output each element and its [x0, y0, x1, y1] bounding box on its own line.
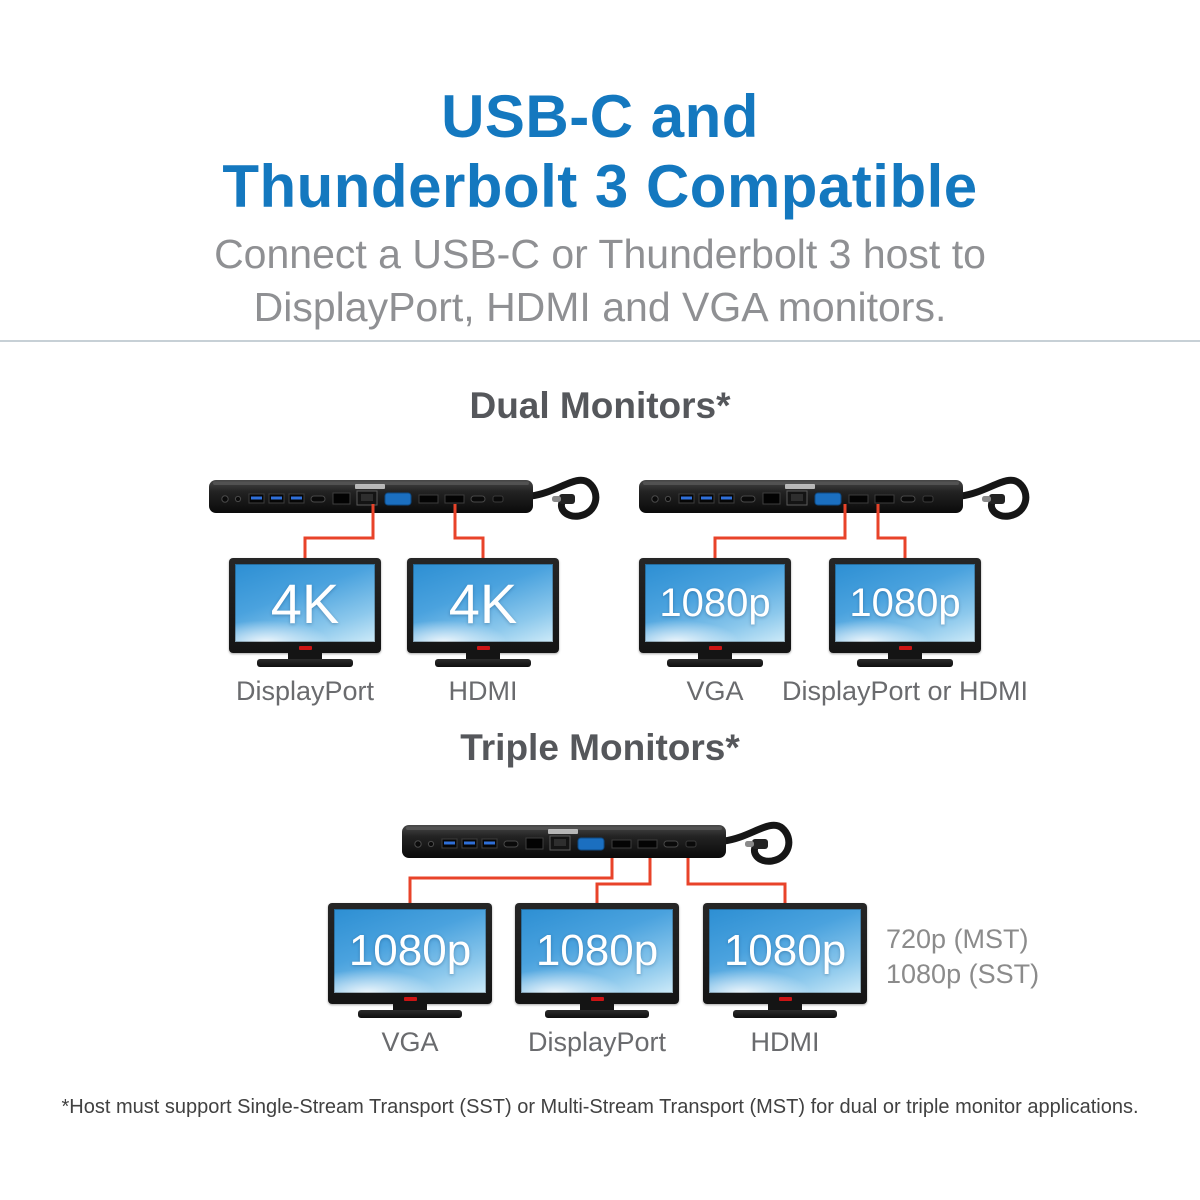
mst-sst-note: 720p (MST) 1080p (SST): [886, 922, 1039, 992]
subtitle-line-1: Connect a USB-C or Thunderbolt 3 host to: [214, 231, 986, 277]
power-led: [590, 996, 604, 1001]
monitor-stand-neck: [288, 653, 322, 659]
monitor-dual-1: 4K DisplayPort: [229, 558, 381, 707]
monitor-stand-neck: [393, 1004, 427, 1010]
monitor-frame: 1080p: [639, 558, 791, 653]
resolution-label: 1080p: [659, 580, 771, 625]
power-led: [476, 645, 490, 650]
resolution-label: 4K: [448, 571, 518, 635]
docking-station-triple: [398, 800, 798, 890]
resolution-label: 4K: [270, 571, 340, 635]
resolution-label: 1080p: [348, 926, 472, 975]
monitor-chin: [645, 642, 785, 653]
connection-label: DisplayPort: [527, 1027, 667, 1057]
connection-label: HDMI: [750, 1027, 820, 1057]
monitor-stand-base: [545, 1010, 649, 1018]
monitor-dual-4: 1080p DisplayPort or HDMI: [782, 558, 1028, 707]
monitor-dual-2: 4K HDMI: [407, 558, 559, 707]
monitor-triple-2: 1080p DisplayPort: [515, 903, 679, 1058]
monitor-stand-base: [358, 1010, 462, 1018]
monitor-chin: [413, 642, 553, 653]
monitor-frame: 4K: [407, 558, 559, 653]
power-led: [778, 996, 792, 1001]
footnote: *Host must support Single-Stream Transpo…: [61, 1096, 1139, 1118]
monitor-dual-3: 1080p VGA: [639, 558, 791, 707]
connection-label: DisplayPort: [235, 676, 375, 706]
connection-label: VGA: [381, 1027, 439, 1057]
monitor-screen: 1080p: [835, 564, 975, 642]
sst-note-line: 1080p (SST): [886, 959, 1040, 989]
monitor-screen: 1080p: [645, 564, 785, 642]
monitor-stand-base: [667, 659, 763, 667]
monitor-frame: 1080p: [515, 903, 679, 1004]
title-line-2: Thunderbolt 3 Compatible: [222, 153, 978, 220]
monitor-frame: 1080p: [829, 558, 981, 653]
power-led: [403, 996, 417, 1001]
monitor-frame: 4K: [229, 558, 381, 653]
monitor-screen: 1080p: [709, 909, 861, 993]
monitor-stand-base: [857, 659, 953, 667]
monitor-chin: [235, 642, 375, 653]
monitor-screen: 4K: [413, 564, 553, 642]
monitor-screen: 1080p: [521, 909, 673, 993]
mst-note-line: 720p (MST): [886, 924, 1029, 954]
monitor-stand-neck: [580, 1004, 614, 1010]
docking-station-dual-right: [635, 455, 1035, 545]
connection-label: DisplayPort or HDMI: [781, 676, 1029, 706]
page-subtitle: Connect a USB-C or Thunderbolt 3 host to…: [0, 228, 1200, 334]
horizontal-divider: [0, 340, 1200, 342]
monitor-frame: 1080p: [703, 903, 867, 1004]
monitor-chin: [521, 993, 673, 1004]
docking-station-dual-left: [205, 455, 605, 545]
title-line-1: USB-C and: [441, 83, 759, 150]
monitor-stand-neck: [888, 653, 922, 659]
monitor-stand-base: [435, 659, 531, 667]
monitor-stand-neck: [466, 653, 500, 659]
connection-label: VGA: [686, 676, 744, 706]
resolution-label: 1080p: [535, 926, 659, 975]
subtitle-line-2: DisplayPort, HDMI and VGA monitors.: [253, 284, 947, 330]
triple-monitors-heading: Triple Monitors*: [460, 727, 740, 768]
monitor-screen: 1080p: [334, 909, 486, 993]
resolution-label: 1080p: [723, 926, 847, 975]
monitor-stand-base: [733, 1010, 837, 1018]
monitor-triple-3: 1080p HDMI: [703, 903, 867, 1058]
monitor-triple-1: 1080p VGA: [328, 903, 492, 1058]
dual-monitors-heading: Dual Monitors*: [469, 385, 731, 426]
monitor-stand-base: [257, 659, 353, 667]
monitor-stand-neck: [768, 1004, 802, 1010]
power-led: [298, 645, 312, 650]
resolution-label: 1080p: [849, 580, 961, 625]
power-led: [898, 645, 912, 650]
monitor-chin: [334, 993, 486, 1004]
power-led: [708, 645, 722, 650]
monitor-frame: 1080p: [328, 903, 492, 1004]
connection-label: HDMI: [448, 676, 518, 706]
page-title: USB-C and Thunderbolt 3 Compatible: [0, 82, 1200, 222]
monitor-screen: 4K: [235, 564, 375, 642]
monitor-stand-neck: [698, 653, 732, 659]
monitor-chin: [709, 993, 861, 1004]
monitor-chin: [835, 642, 975, 653]
